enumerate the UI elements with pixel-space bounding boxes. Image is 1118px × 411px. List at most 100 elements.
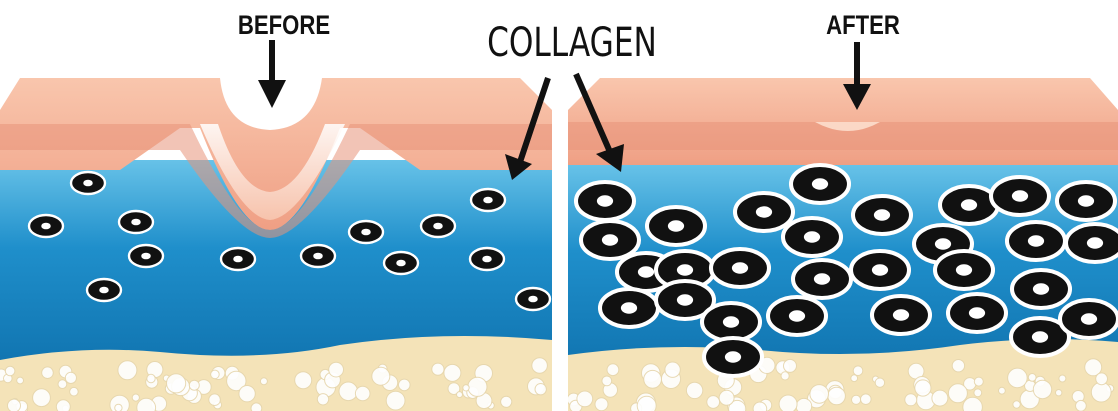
collagen-cell-icon [127, 243, 165, 269]
collagen-cell-icon [780, 215, 844, 259]
after-label: AFTER [826, 11, 900, 41]
fat-bubble [809, 384, 830, 404]
before-skin-layer [0, 78, 552, 230]
collagen-cell-icon [299, 243, 337, 269]
fat-bubble [456, 391, 463, 399]
fat-bubble [316, 393, 330, 406]
fat-bubble [16, 376, 25, 385]
fat-bubble [146, 373, 156, 384]
collagen-cell-icon [1054, 179, 1118, 223]
fat-bubble [431, 362, 445, 376]
collagen-cell-icon [732, 190, 796, 234]
collagen-cell-icon [988, 174, 1052, 218]
fat-bubble [728, 399, 747, 411]
before-collagen-cells [27, 170, 552, 312]
collagen-cell-icon [382, 250, 420, 276]
fat-bubble [851, 394, 862, 405]
collagen-arrow-icon [573, 72, 624, 172]
arrow-down-icon [843, 42, 871, 110]
collagen-cell-icon [117, 209, 155, 235]
collagen-cell-icon [578, 218, 642, 262]
fat-bubble [117, 360, 138, 381]
fat-bubble [931, 389, 949, 407]
fat-bubble [443, 363, 462, 382]
fat-bubble [1027, 373, 1037, 382]
after-skin-layer [568, 78, 1118, 165]
before-fat-bubbles [0, 357, 548, 411]
fat-bubble [636, 395, 657, 411]
fat-bubble [795, 397, 813, 411]
fat-bubble [328, 361, 345, 378]
fat-bubble [166, 373, 187, 394]
fat-bubble [226, 370, 247, 392]
fat-bubble [398, 378, 411, 392]
fat-bubble [594, 397, 609, 411]
fat-bubble [1055, 389, 1063, 397]
collagen-cell-icon [765, 294, 829, 338]
fat-bubble [827, 386, 846, 406]
fat-bubble [914, 379, 932, 397]
fat-bubble [57, 379, 68, 390]
fat-bubble [467, 376, 488, 397]
fat-bubble [752, 401, 768, 411]
fat-bubble [860, 393, 872, 406]
fat-bubble [778, 394, 798, 411]
fat-bubble [41, 366, 54, 380]
fat-bubble [136, 397, 157, 411]
fat-bubble [951, 359, 966, 373]
collagen-cell-icon [790, 257, 854, 301]
fat-bubble [354, 385, 371, 402]
collagen-cell-icon [932, 248, 996, 292]
fat-bubble [1007, 367, 1028, 389]
fat-bubble [1095, 372, 1108, 386]
fat-bubble [706, 395, 721, 409]
smoothed-wrinkle [815, 122, 880, 131]
collagen-cell-icon [788, 162, 852, 206]
fat-bubble [998, 386, 1006, 395]
after-skin-band [568, 122, 1118, 150]
fat-bubble [7, 398, 21, 411]
collagen-cell-icon [514, 286, 552, 312]
collagen-cell-icon [937, 183, 1001, 227]
collagen-cell-icon [219, 246, 257, 272]
collagen-cell-icon [1004, 219, 1068, 263]
fat-bubble [208, 393, 221, 407]
collagen-cell-icon [85, 277, 123, 303]
collagen-cell-icon [699, 300, 763, 344]
fat-bubble [250, 402, 263, 411]
collagen-cell-icon [347, 219, 385, 245]
collagen-cell-icon [1057, 297, 1118, 341]
collagen-cell-icon [850, 193, 914, 237]
collagen-cell-icon [848, 248, 912, 292]
before-skin-band [0, 124, 552, 238]
fat-bubble [55, 399, 71, 411]
fat-bubble [500, 395, 513, 408]
after-collagen-cells [573, 162, 1118, 379]
fat-bubble [114, 403, 123, 411]
fat-bubble [606, 363, 620, 377]
fat-bubble [64, 371, 78, 384]
fat-bubble [1075, 399, 1087, 411]
fat-bubble [780, 371, 790, 381]
collagen-cell-icon [708, 246, 772, 290]
fat-bubble [1058, 374, 1067, 383]
fat-bubble [462, 384, 470, 392]
fat-bubble [294, 371, 313, 390]
fat-bubble [32, 388, 51, 408]
collagen-cell-icon [69, 170, 107, 196]
collagen-cell-icon [945, 291, 1009, 335]
fat-bubble [664, 361, 681, 378]
collagen-cell-icon [644, 204, 708, 248]
fat-bubble [904, 393, 918, 407]
fat-bubble [1012, 400, 1021, 409]
fat-bubble [69, 386, 79, 397]
after-panel [568, 78, 1118, 411]
fat-bubble [643, 369, 662, 389]
collagen-cell-icon [1008, 315, 1072, 359]
fat-bubble [947, 383, 968, 404]
fat-bubble [210, 369, 220, 380]
wrinkle-dent-shade [200, 124, 345, 220]
fat-bubble [962, 396, 983, 411]
collagen-cell-icon [701, 335, 765, 379]
